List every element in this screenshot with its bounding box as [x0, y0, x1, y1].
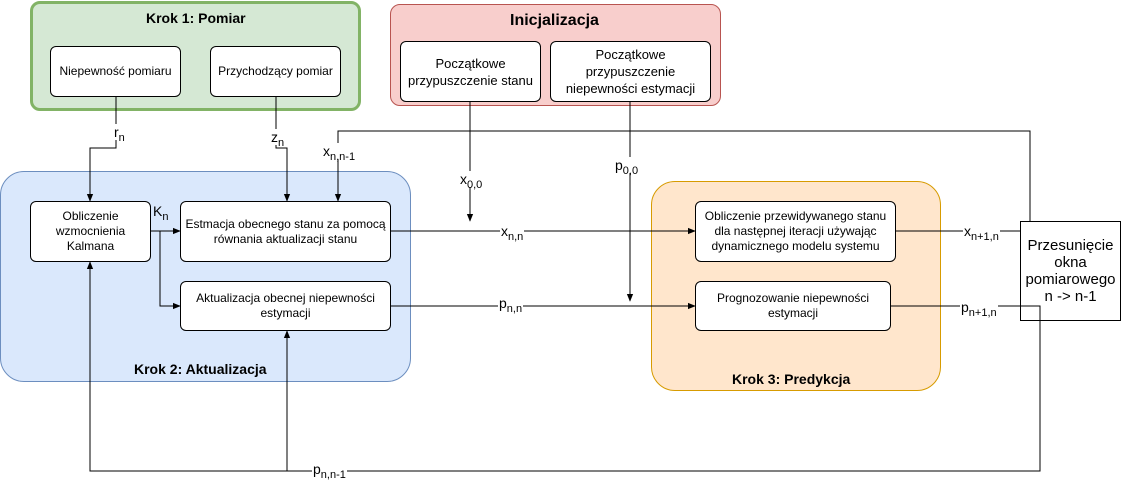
label-k-n: Kn — [153, 203, 169, 223]
node-kalman-gain: Obliczenie wzmocnienia Kalmana — [30, 201, 151, 262]
label-x-n-n1: xn,n-1 — [322, 143, 357, 163]
label-p-n1-n: pn+1,n — [960, 299, 998, 319]
group-measurement-title: Krok 1: Pomiar — [146, 10, 246, 26]
edge-p-n1-n — [86, 261, 1041, 472]
node-initial-uncertainty-guess: Początkowe przypuszczenie niepewności es… — [550, 41, 711, 102]
node-initial-state-guess: Początkowe przypuszczenie stanu — [400, 41, 541, 102]
label-x-n-n: xn,n — [500, 223, 525, 243]
label-p-n-n1: pn,n-1 — [312, 461, 347, 481]
node-incoming-measurement: Przychodzący pomiar — [210, 46, 341, 97]
label-x-n1-n: xn+1,n — [963, 223, 1000, 243]
node-state-estimation: Estmacja obecnego stanu za pomocą równan… — [180, 201, 391, 262]
edge-k-n-uncertainty — [159, 231, 181, 310]
node-window-shift: Przesunięcie okna pomiarowego n -> n-1 — [1020, 221, 1121, 321]
node-measurement-uncertainty: Niepewność pomiaru — [50, 46, 181, 97]
edge-x-n-n1 — [334, 130, 1031, 221]
edge-r-n — [86, 97, 117, 202]
group-initialization-title: Inicjalizacja — [510, 12, 599, 29]
label-p-0-0: p0,0 — [614, 157, 640, 177]
label-z-n: zn — [270, 129, 286, 149]
edge-z-n — [275, 97, 291, 202]
node-uncertainty-prediction: Prognozowanie niepewności estymacji — [695, 281, 891, 331]
group-prediction-title: Krok 3: Predykcja — [732, 371, 851, 387]
group-update-title: Krok 2: Aktualizacja — [134, 361, 267, 377]
label-x-0-0: x0,0 — [459, 171, 484, 191]
label-p-n-n: pn,n — [498, 295, 524, 315]
label-r-n: rn — [113, 124, 126, 144]
node-state-prediction: Obliczenie przewidywanego stanu dla nast… — [695, 201, 896, 262]
node-uncertainty-update: Aktualizacja obecnej niepewności estymac… — [180, 281, 391, 331]
